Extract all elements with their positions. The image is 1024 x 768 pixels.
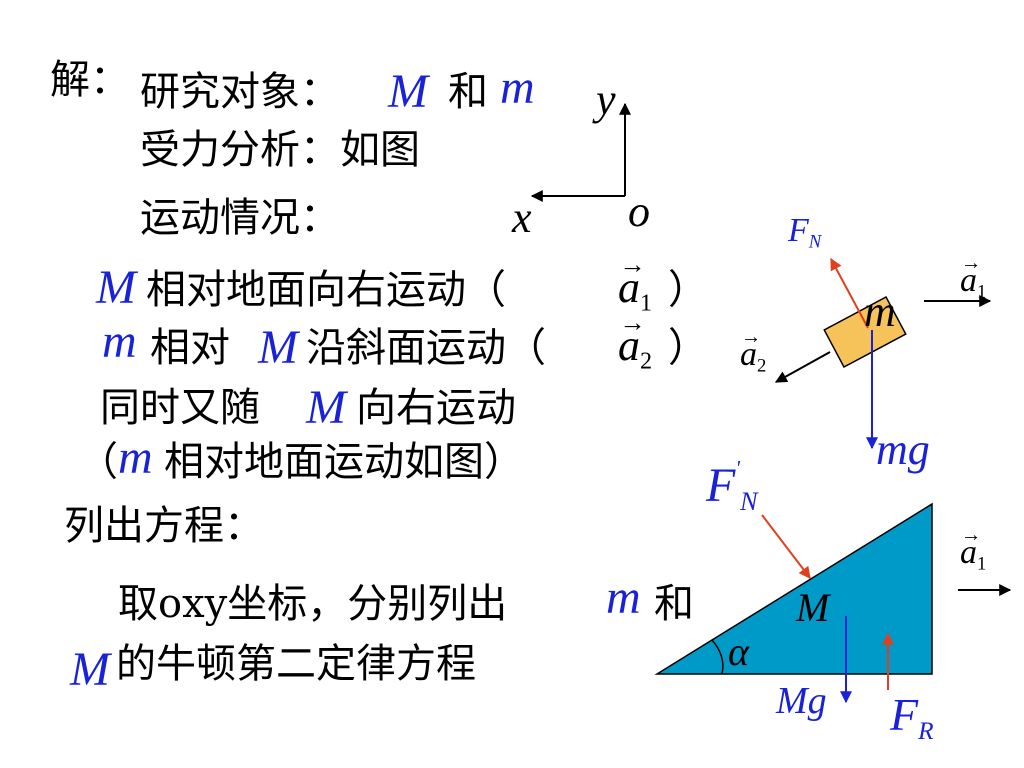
symbol-M-3: M (258, 321, 298, 374)
force-analysis-text: 受力分析：如图 (140, 127, 420, 173)
ground-motion-text: 相对地面运动如图） (164, 439, 524, 485)
normal-force-reaction-arrow (761, 514, 811, 579)
symbol-M-1: M (388, 65, 428, 118)
symbol-M-2: M (96, 261, 136, 314)
y-axis-label: y (596, 75, 616, 124)
gravity-M-label: Mg (776, 680, 827, 722)
motion-label: 运动情况： (140, 195, 340, 241)
symbol-M-5: M (70, 643, 110, 696)
angle-alpha-label: α (728, 629, 749, 674)
close-paren-1: ） (668, 267, 708, 313)
normal-force-reaction-label: F'N (706, 456, 758, 517)
normal-force-arrow (830, 257, 869, 329)
symbol-m-1: m (500, 61, 535, 114)
along-incline-text: 沿斜面运动（ (306, 325, 546, 371)
accel-a1-label-bottom: a1 (960, 525, 986, 574)
equations-label: 列出方程： (64, 503, 264, 549)
block-m (823, 296, 907, 368)
angle-alpha-arc (711, 639, 724, 675)
wedge-M (654, 502, 933, 675)
vector-a1-text: a1 (618, 251, 652, 316)
simultaneous-text: 同时又随 (100, 385, 260, 431)
research-object-label: 研究对象： (140, 69, 340, 115)
origin-label: o (628, 187, 650, 236)
normal-force-label: FN (788, 212, 822, 253)
coordinate-text: 取oxy坐标，分别列出 (118, 581, 508, 627)
gravity-m-label: mg (876, 425, 930, 474)
move-right-text: 向右运动 (356, 385, 516, 431)
open-paren: （ (78, 439, 118, 485)
x-axis-label: x (512, 193, 532, 242)
symbol-M-4: M (306, 381, 346, 434)
vector-a2-text: a2 (618, 309, 652, 374)
solution-label: 解： (50, 57, 130, 103)
symbol-m-3: m (118, 431, 153, 484)
ground-reaction-label: FR (890, 689, 934, 745)
M-motion-text: 相对地面向右运动（ (146, 267, 506, 313)
accel-a1-label-top: a1 (960, 253, 986, 302)
block-m-label: m (864, 287, 896, 336)
newton-law-text: 的牛顿第二定律方程 (116, 641, 476, 687)
accel-a2-arrow (774, 351, 831, 383)
symbol-m-4: m (606, 571, 641, 624)
relative-text: 相对 (150, 325, 230, 371)
close-paren-2: ） (668, 325, 708, 371)
and-label-2: 和 (654, 581, 694, 627)
and-label: 和 (448, 69, 488, 115)
accel-a2-label: a2 (740, 327, 766, 376)
symbol-m-2: m (102, 315, 137, 368)
wedge-M-label: M (796, 585, 830, 630)
